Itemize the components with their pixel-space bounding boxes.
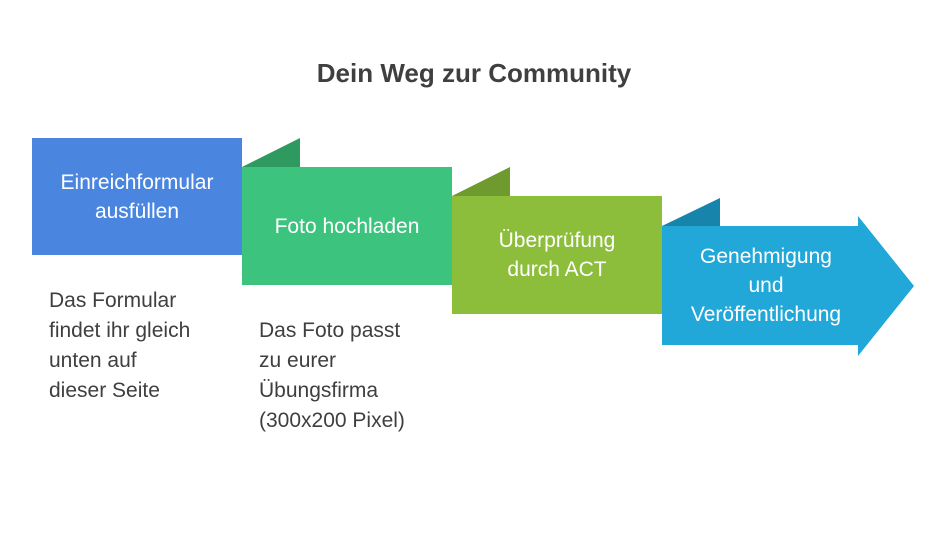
- step-1-description: Das Formular findet ihr gleich unten auf…: [49, 289, 191, 402]
- step-3-fold: [662, 198, 720, 226]
- step-4-arrow: [662, 216, 914, 356]
- step-1-label: Einreichformular ausfüllen: [60, 170, 214, 223]
- step-2-fold: [452, 167, 510, 196]
- step-1-block: [32, 138, 242, 255]
- step-2-description: Das Foto passt zu eurer Übungsfirma (300…: [259, 319, 405, 432]
- diagram-title: Dein Weg zur Community: [316, 58, 632, 88]
- step-4-label: Genehmigung und Veröffentlichung: [690, 245, 842, 326]
- step-3-block: [452, 196, 662, 314]
- step-1-fold: [242, 138, 300, 167]
- step-2-block: [242, 167, 452, 285]
- step-2-label: Foto hochladen: [274, 214, 420, 238]
- step-3-label: Überprüfung durch ACT: [498, 229, 616, 281]
